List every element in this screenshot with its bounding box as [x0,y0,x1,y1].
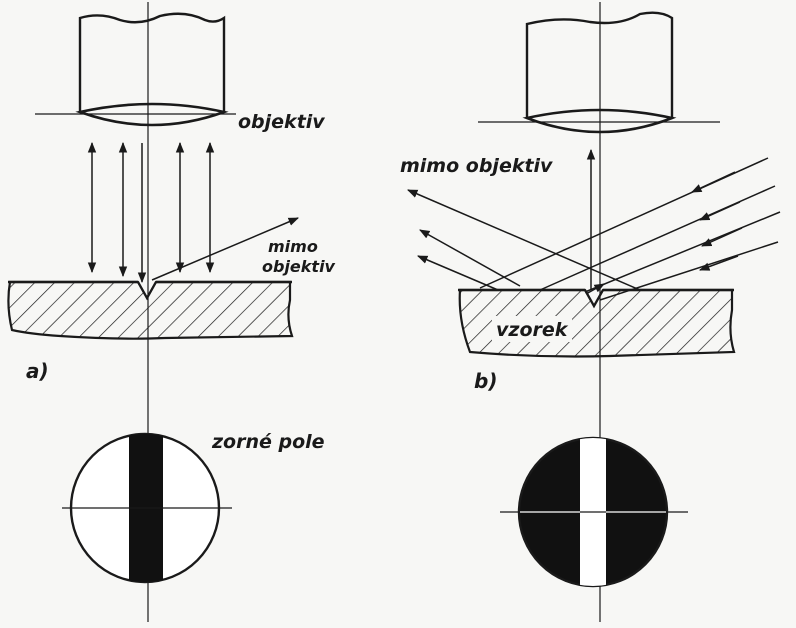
bright-band [580,438,606,586]
dark-band [129,434,163,582]
incident-rays-a [87,141,215,284]
panel-a [7,2,299,622]
label-panel-a: a) [26,359,49,383]
field-of-view-a [62,432,232,584]
outgoing-rays-b [407,189,641,295]
label-outside-objective-left-2: objektiv [262,257,336,276]
field-of-view-b [500,436,688,588]
scattered-ray-a [151,217,299,281]
label-outside-objective-right: mimo objektiv [400,155,553,177]
oblique-rays-b [479,157,781,301]
panel-b [407,2,781,622]
objective-lens-a [75,12,229,127]
label-outside-objective-left-1: mimo [268,237,318,256]
label-objective: objektiv [238,111,325,133]
sample-a [7,280,294,340]
label-panel-b: b) [474,369,497,393]
label-sample: vzorek [496,319,569,341]
objective-lens-b [522,11,677,134]
label-field-of-view: zorné pole [211,431,325,453]
